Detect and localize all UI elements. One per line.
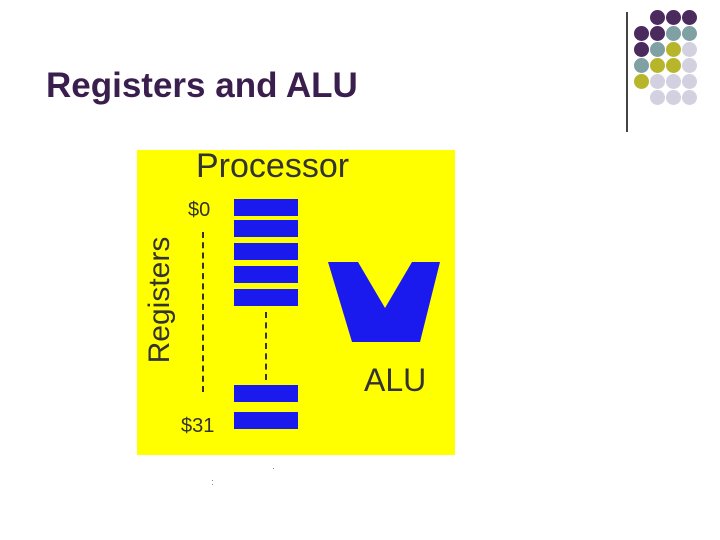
decorative-dot	[634, 42, 649, 57]
register-box	[234, 220, 298, 237]
decorative-dot	[650, 90, 665, 105]
decorative-dot	[634, 26, 649, 41]
alu-label: ALU	[364, 362, 427, 398]
register-box	[234, 199, 298, 216]
decorative-dot	[682, 42, 697, 57]
register-box	[234, 289, 298, 306]
register-gap-dashed-line	[265, 312, 267, 380]
register-box	[234, 243, 298, 260]
decorative-dot	[666, 26, 681, 41]
decorative-dot	[682, 90, 697, 105]
slide-title: Registers and ALU	[46, 66, 358, 105]
decorative-dot	[650, 74, 665, 89]
speck-mark	[273, 468, 274, 469]
decorative-dot	[650, 42, 665, 57]
decorative-dot	[666, 58, 681, 73]
register-last-label: $31	[181, 415, 215, 437]
decorative-dot	[634, 74, 649, 89]
register-box	[234, 266, 298, 283]
decorative-dot	[650, 26, 665, 41]
register-box	[234, 412, 298, 429]
decorative-dot	[634, 58, 649, 73]
processor-label: Processor	[196, 147, 350, 185]
corner-divider-line	[626, 12, 628, 132]
alu-v-shape-icon	[328, 262, 440, 342]
decorative-dot	[650, 10, 665, 25]
decorative-dot	[666, 10, 681, 25]
decorative-dot	[666, 90, 681, 105]
registers-dashed-line	[202, 232, 204, 392]
decorative-dot	[666, 42, 681, 57]
registers-label: Registers	[143, 236, 176, 364]
decorative-dot	[682, 58, 697, 73]
register-first-label: $0	[188, 199, 211, 221]
decorative-dot	[682, 74, 697, 89]
decorative-dot	[666, 74, 681, 89]
decorative-dot	[682, 26, 697, 41]
decorative-dot	[650, 58, 665, 73]
register-box	[234, 385, 298, 402]
speck-mark	[212, 480, 213, 481]
speck-mark	[212, 484, 213, 485]
decorative-dot	[682, 10, 697, 25]
